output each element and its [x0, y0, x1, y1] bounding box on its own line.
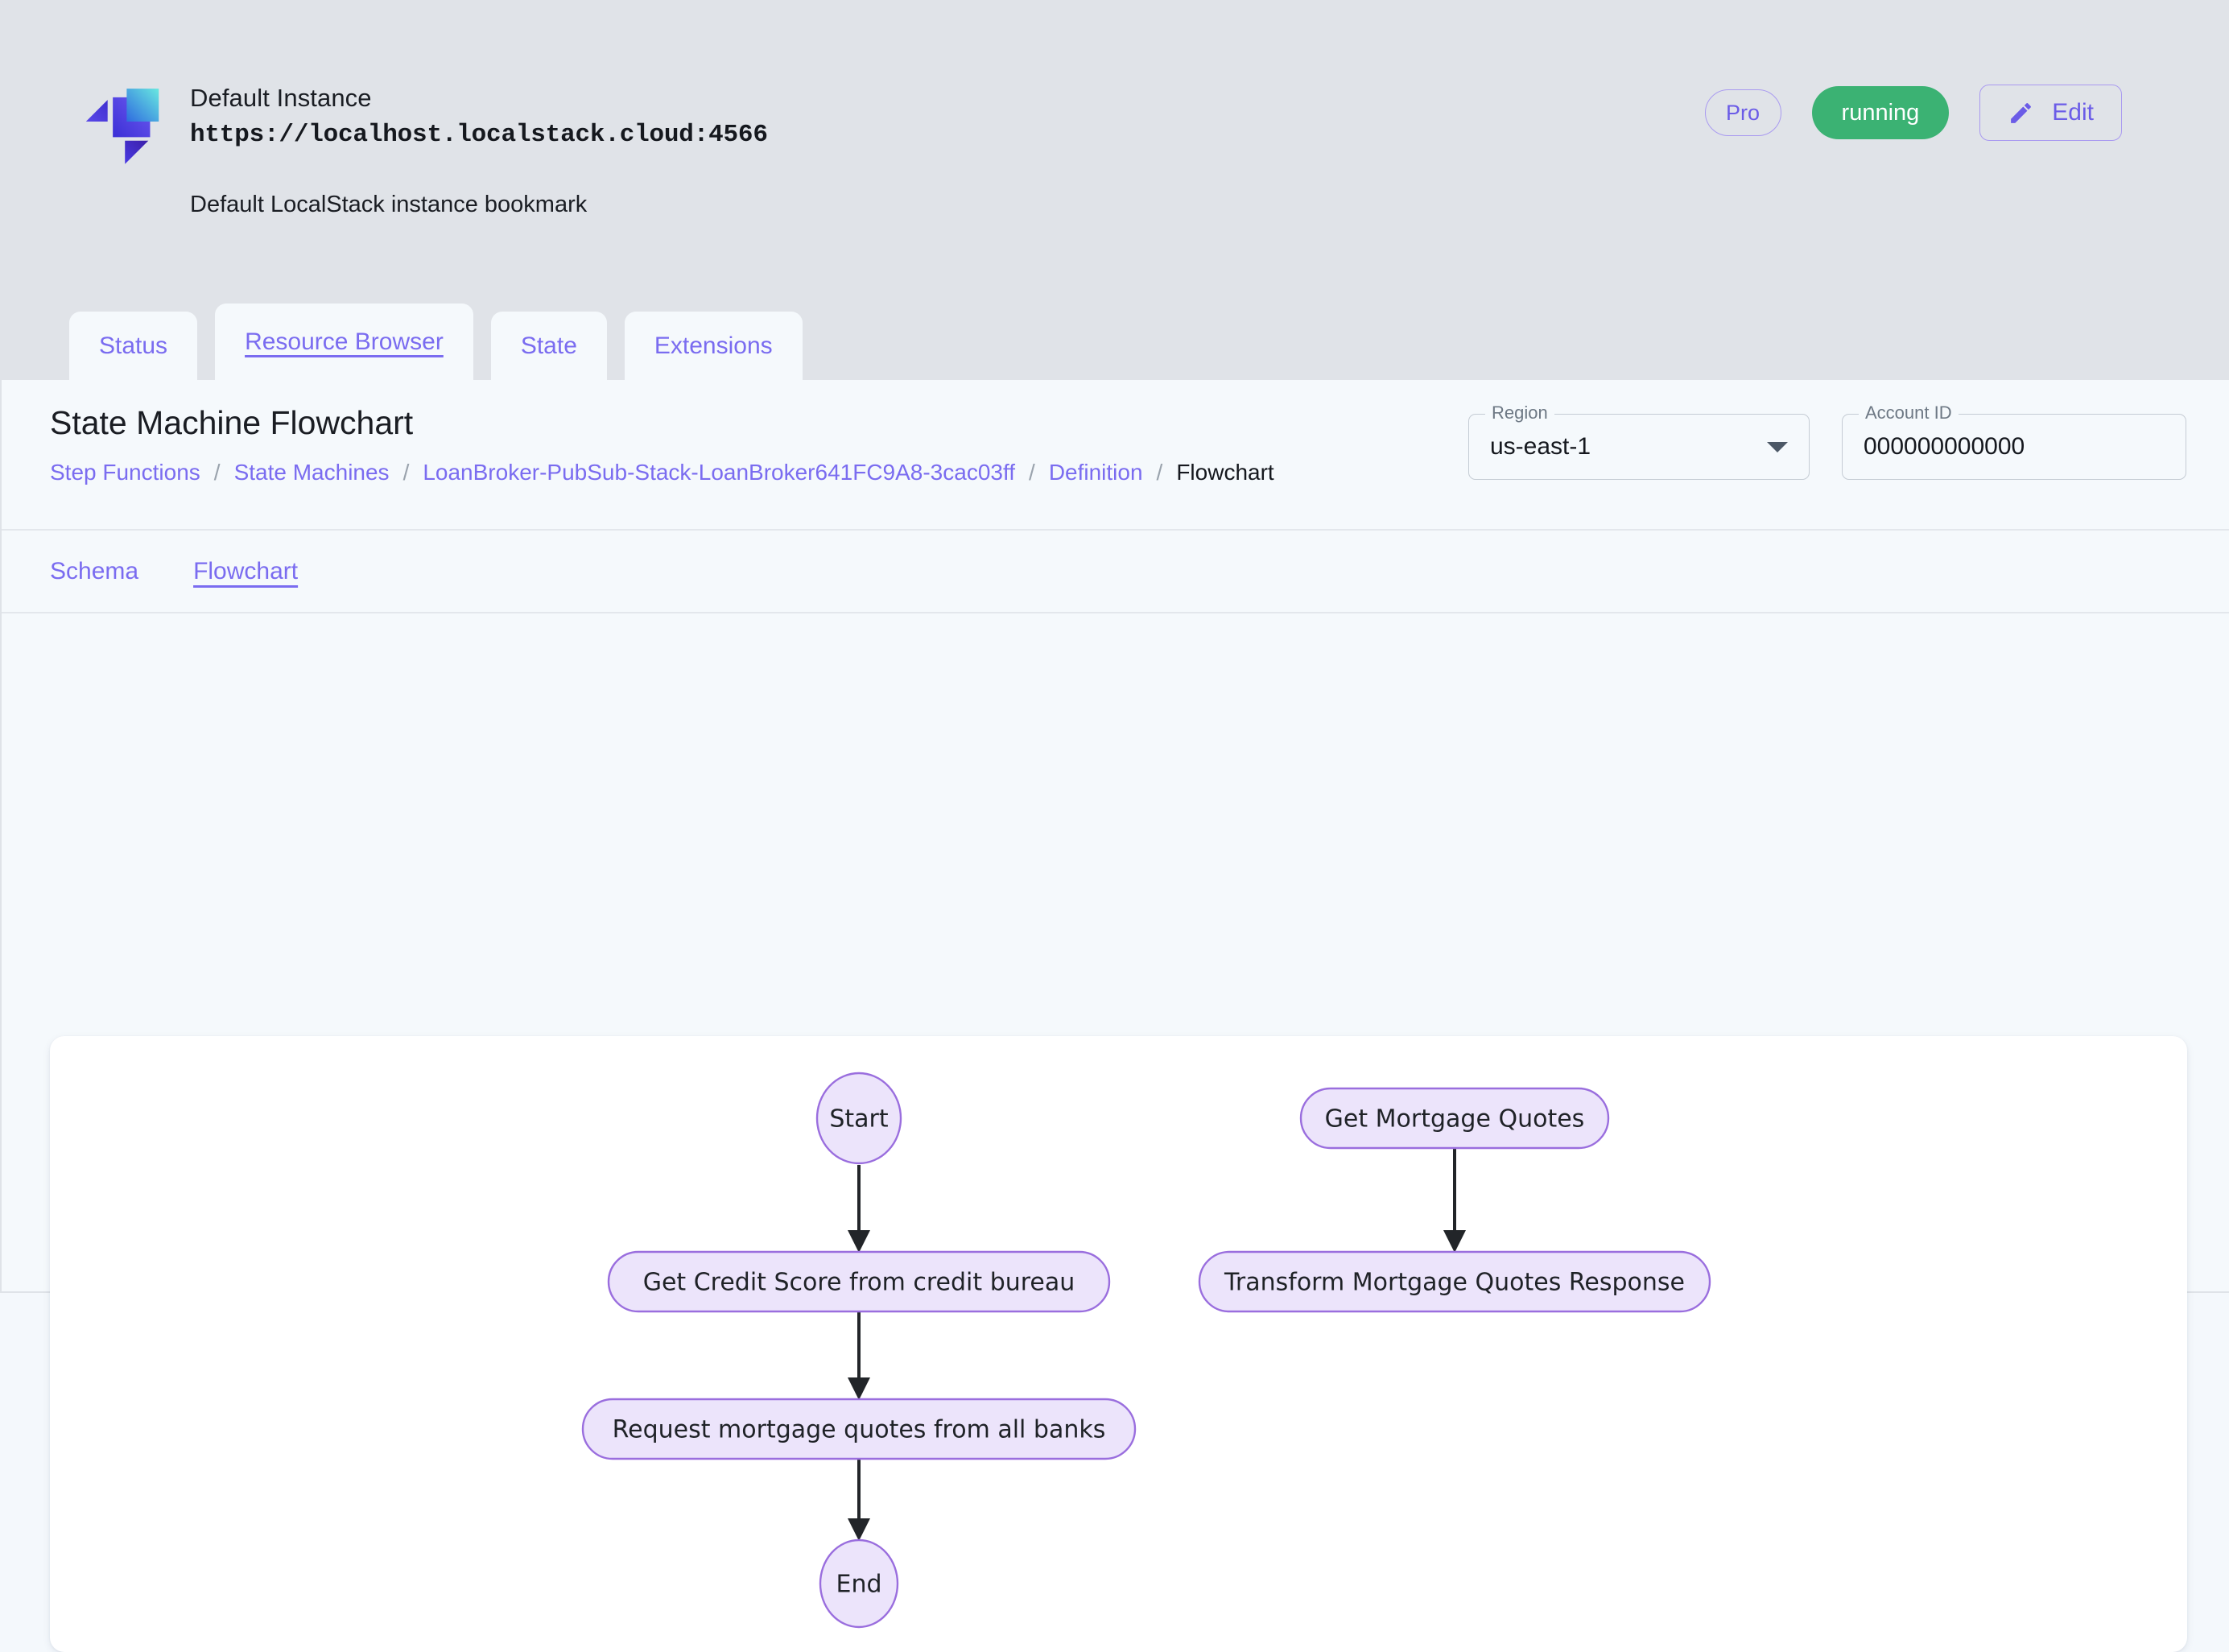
flow-node-label: End — [836, 1571, 881, 1599]
flow-node-request-mortgage-quotes[interactable]: Request mortgage quotes from all banks — [583, 1399, 1135, 1459]
page-header: State Machine Flowchart Step Functions /… — [2, 380, 2229, 531]
subtab-flowchart[interactable]: Flowchart — [193, 558, 298, 585]
region-select-label: Region — [1485, 404, 1554, 422]
flow-node-label: Get Mortgage Quotes — [1325, 1105, 1585, 1134]
secondary-tabs: Schema Flowchart — [2, 531, 2229, 613]
tab-state[interactable]: State — [491, 312, 607, 380]
page-title: State Machine Flowchart — [50, 404, 413, 442]
tab-status[interactable]: Status — [69, 312, 197, 380]
pro-badge[interactable]: Pro — [1705, 89, 1781, 136]
flow-node-transform-mortgage-quotes-response[interactable]: Transform Mortgage Quotes Response — [1199, 1252, 1710, 1311]
breadcrumb: Step Functions / State Machines / LoanBr… — [50, 460, 1274, 485]
header-actions: Pro running Edit — [1705, 85, 2122, 141]
tab-extensions[interactable]: Extensions — [625, 312, 803, 380]
breadcrumb-item-state-machines[interactable]: State Machines — [234, 460, 390, 485]
flow-node-get-credit-score[interactable]: Get Credit Score from credit bureau — [609, 1252, 1109, 1311]
account-id-field[interactable]: Account ID 000000000000 — [1842, 414, 2186, 480]
breadcrumb-separator: / — [403, 460, 410, 485]
instance-header: Default Instance https://localhost.local… — [0, 0, 2229, 380]
account-id-value: 000000000000 — [1864, 433, 2025, 460]
flow-node-label: Request mortgage quotes from all banks — [613, 1416, 1106, 1444]
breadcrumb-separator: / — [1157, 460, 1163, 485]
chevron-down-icon — [1767, 442, 1788, 452]
flow-node-start[interactable]: Start — [817, 1073, 901, 1163]
state-machine-flowchart[interactable]: Start Get Credit Score from credit burea… — [50, 1036, 2187, 1652]
flowchart-card: Start Get Credit Score from credit burea… — [50, 1036, 2187, 1652]
primary-tabs: Status Resource Browser State Extensions — [0, 291, 2229, 380]
breadcrumb-separator: / — [1029, 460, 1035, 485]
flow-node-end[interactable]: End — [820, 1540, 898, 1627]
region-select[interactable]: Region us-east-1 — [1468, 414, 1810, 480]
breadcrumb-separator: / — [214, 460, 221, 485]
flow-edges — [859, 1149, 1455, 1535]
tab-resource-browser[interactable]: Resource Browser — [215, 304, 473, 380]
instance-url: https://localhost.localstack.cloud:4566 — [190, 118, 768, 152]
breadcrumb-item-step-functions[interactable]: Step Functions — [50, 460, 200, 485]
flow-node-label: Transform Mortgage Quotes Response — [1224, 1269, 1685, 1297]
scope-filters: Region us-east-1 Account ID 000000000000 — [1468, 414, 2186, 480]
instance-description: Default LocalStack instance bookmark — [190, 192, 768, 218]
flow-node-label: Get Credit Score from credit bureau — [643, 1269, 1075, 1297]
flow-node-get-mortgage-quotes[interactable]: Get Mortgage Quotes — [1301, 1088, 1608, 1148]
resource-browser-panel: State Machine Flowchart Step Functions /… — [0, 380, 2229, 1293]
breadcrumb-item-definition[interactable]: Definition — [1049, 460, 1143, 485]
account-id-label: Account ID — [1859, 404, 1959, 422]
breadcrumb-item-flowchart: Flowchart — [1176, 460, 1273, 485]
instance-title: Default Instance — [190, 83, 768, 114]
flow-node-label: Start — [829, 1105, 889, 1134]
localstack-logo-icon — [79, 76, 166, 167]
subtab-schema[interactable]: Schema — [50, 558, 138, 585]
region-select-value: us-east-1 — [1490, 433, 1591, 460]
edit-button[interactable]: Edit — [1979, 85, 2122, 141]
breadcrumb-item-state-machine-name[interactable]: LoanBroker-PubSub-Stack-LoanBroker641FC9… — [423, 460, 1015, 485]
instance-summary: Default Instance https://localhost.local… — [79, 76, 768, 218]
status-badge: running — [1812, 86, 1950, 139]
edit-button-label: Edit — [2052, 99, 2094, 126]
pencil-icon — [2008, 100, 2034, 126]
